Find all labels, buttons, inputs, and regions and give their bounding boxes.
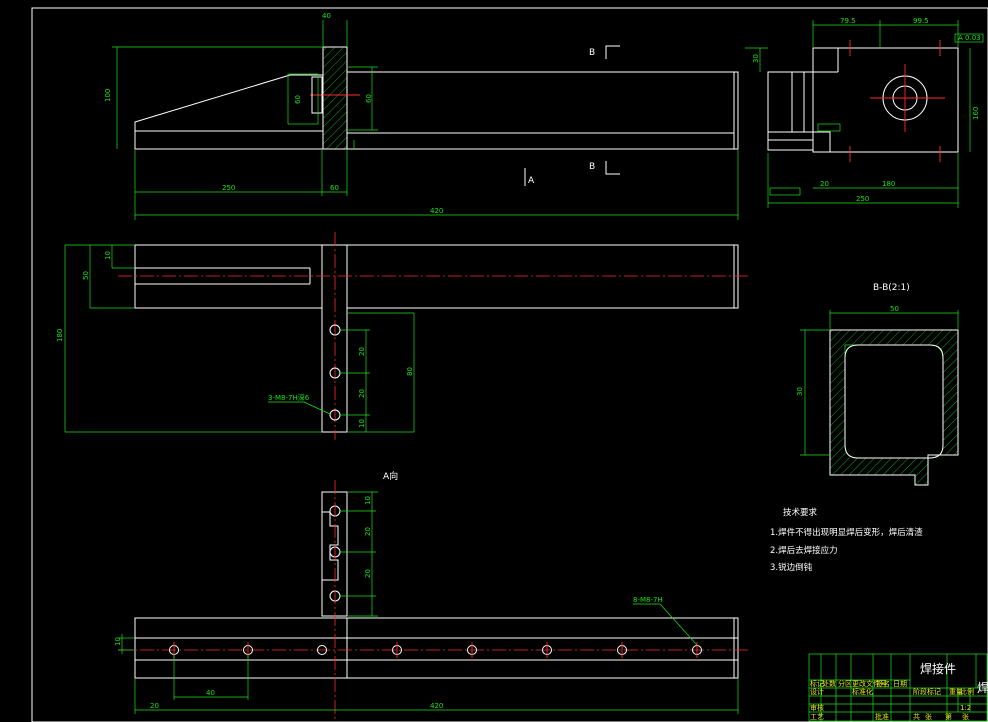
tech-req-item-1: 1.焊件不得出现明显焊后变形，焊后清渣 bbox=[770, 527, 923, 538]
dim-top-p2: 20 bbox=[358, 389, 366, 398]
view-a-arrow-label: A bbox=[528, 176, 535, 186]
section-bb: B-B(2:1) 50 30 bbox=[796, 283, 959, 486]
section-b-markers: B B A bbox=[524, 45, 620, 186]
tech-req-item-3: 3.锐边倒钝 bbox=[770, 562, 813, 573]
dim-top-w: 50 bbox=[82, 271, 90, 280]
title-label-sheet: 张 bbox=[925, 712, 932, 721]
section-b-top-label: B bbox=[589, 48, 595, 58]
top-view: 3-M8-7H深6 180 50 10 80 20 20 10 bbox=[56, 232, 748, 440]
callout-frame-ref: A 0.03 bbox=[958, 34, 981, 42]
title-scale-value: 1:2 bbox=[960, 704, 971, 712]
title-label-total: 共 bbox=[913, 712, 920, 721]
title-label-zone: 分区 bbox=[838, 679, 852, 688]
dim-side-e: 250 bbox=[856, 195, 869, 203]
title-label-sheet2: 张 bbox=[962, 712, 969, 721]
title-label-weight: 重量 bbox=[949, 688, 963, 696]
title-label-standard: 标准化 bbox=[852, 687, 873, 696]
section-b-bottom-label: B bbox=[589, 162, 595, 172]
title-label-review: 审核 bbox=[810, 703, 824, 712]
callout-hole-bottom: 8-M8-7H bbox=[633, 596, 663, 604]
title-label-mark: 标记 bbox=[810, 679, 824, 688]
dim-front-inner: 60 bbox=[365, 94, 373, 103]
dim-side-a: 79.5 bbox=[840, 17, 856, 25]
dim-bottom-pitch: 40 bbox=[206, 689, 215, 697]
dim-a-h3: 20 bbox=[364, 569, 372, 578]
dim-top-small: 10 bbox=[104, 251, 112, 260]
dim-top-total: 180 bbox=[56, 329, 64, 342]
section-bb-label: B-B(2:1) bbox=[873, 283, 910, 293]
title-block: 焊接件 焊 标记 处数 分区 更改文件号 签名 日期 设计 标准化 阶段标记 重… bbox=[808, 653, 988, 722]
title-part-name: 焊接件 bbox=[920, 661, 956, 676]
dim-bottom-left: 20 bbox=[150, 702, 159, 710]
title-label-count: 处数 bbox=[822, 679, 836, 688]
dim-top-vertical: 80 bbox=[406, 367, 414, 376]
drawing-frame bbox=[31, 7, 988, 722]
dim-bb-width: 50 bbox=[890, 305, 899, 313]
dim-bottom-total: 420 bbox=[430, 702, 443, 710]
dim-front-inner2: 60 bbox=[294, 95, 302, 104]
dim-front-height: 100 bbox=[104, 89, 112, 102]
dim-side-f: 160 bbox=[972, 107, 980, 120]
title-label-signature: 签名 bbox=[876, 679, 890, 688]
callout-hole-top: 3-M8-7H深6 bbox=[268, 393, 310, 402]
title-label-change-doc: 更改文件号 bbox=[852, 679, 887, 688]
dim-top-p1: 20 bbox=[358, 347, 366, 356]
technical-requirements: 技术要求 1.焊件不得出现明显焊后变形，焊后清渣 2.焊后去焊接应力 3.锐边倒… bbox=[770, 507, 923, 573]
dim-bb-height: 30 bbox=[796, 387, 804, 396]
dim-top-width: 40 bbox=[322, 12, 331, 20]
dim-front-left: 250 bbox=[222, 184, 235, 192]
title-part-name-right: 焊 bbox=[977, 680, 988, 695]
title-label-date: 日期 bbox=[893, 680, 907, 688]
dim-front-mid: 60 bbox=[330, 184, 339, 192]
title-label-approve: 批准 bbox=[875, 712, 889, 721]
side-view: 79.5 99.5 20 180 250 160 30 A 0.03 bbox=[745, 17, 984, 208]
title-label-design: 设计 bbox=[810, 687, 824, 696]
title-label-process: 工艺 bbox=[810, 713, 824, 721]
view-a-label: A向 bbox=[383, 470, 398, 482]
tech-req-item-2: 2.焊后去焊接应力 bbox=[770, 545, 838, 556]
title-label-nth: 第 bbox=[945, 712, 952, 721]
title-label-scale: 比例 bbox=[960, 687, 974, 696]
title-label-stage: 阶段标记 bbox=[913, 687, 941, 696]
dim-side-c: 20 bbox=[820, 180, 829, 188]
dim-bottom-h: 10 bbox=[114, 637, 122, 646]
tech-req-title: 技术要求 bbox=[783, 507, 818, 518]
dim-top-p3: 10 bbox=[358, 419, 366, 428]
dim-a-h1: 10 bbox=[364, 496, 372, 505]
dim-side-d: 180 bbox=[882, 180, 895, 188]
front-view: 420 250 60 100 60 60 40 bbox=[104, 12, 739, 220]
dim-front-total: 420 bbox=[430, 207, 443, 215]
dim-a-h2: 20 bbox=[364, 527, 372, 536]
dim-side-b: 99.5 bbox=[913, 17, 929, 25]
view-a: A向 10 20 20 bbox=[114, 470, 748, 720]
dim-side-g: 30 bbox=[752, 54, 760, 63]
